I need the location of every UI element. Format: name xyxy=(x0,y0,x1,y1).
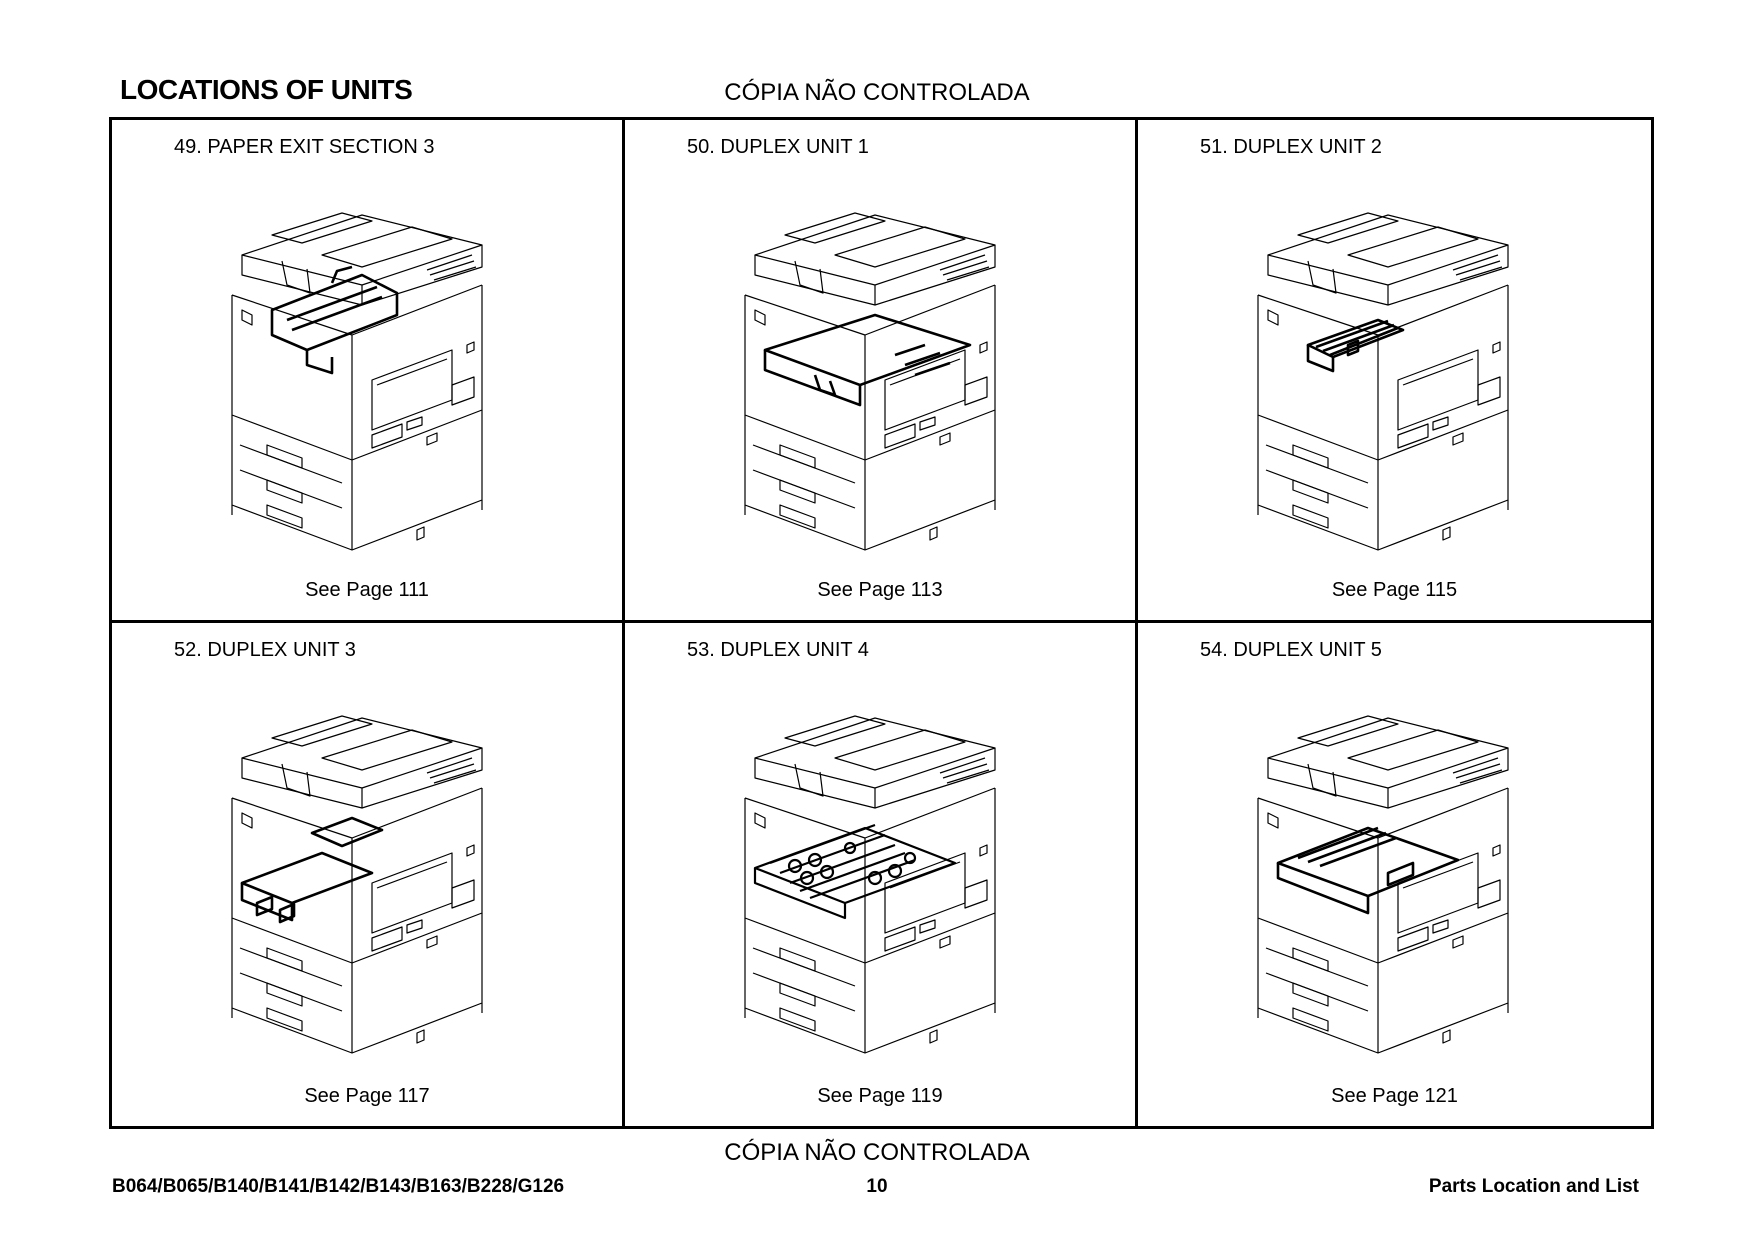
unit-cell: 52. DUPLEX UNIT 3 See Page 117 xyxy=(112,623,625,1126)
copier-illustration xyxy=(231,212,483,551)
copier-illustration xyxy=(1257,715,1509,1054)
unit-cell: 51. DUPLEX UNIT 2 See Page 115 xyxy=(1138,120,1651,623)
page-reference: See Page 121 xyxy=(1331,1085,1458,1107)
units-grid: 49. PAPER EXIT SECTION 3 See Page 111 50… xyxy=(109,117,1654,1129)
copier-illustration xyxy=(744,212,996,551)
unit-title: 51. DUPLEX UNIT 2 xyxy=(1200,136,1382,158)
unit-cell: 53. DUPLEX UNIT 4 See Page 119 xyxy=(625,623,1138,1126)
unit-title: 50. DUPLEX UNIT 1 xyxy=(687,136,869,158)
copier-illustration xyxy=(744,715,996,1054)
page-reference: See Page 113 xyxy=(817,579,943,601)
page-reference: See Page 119 xyxy=(817,1085,943,1107)
copier-illustration xyxy=(1257,212,1509,551)
section-name: Parts Location and List xyxy=(1428,1176,1639,1197)
watermark-top: CÓPIA NÃO CONTROLADA xyxy=(724,79,1030,106)
unit-title: 53. DUPLEX UNIT 4 xyxy=(687,639,869,661)
model-numbers: B064/B065/B140/B141/B142/B143/B163/B228/… xyxy=(112,1176,565,1197)
watermark-bottom: CÓPIA NÃO CONTROLADA xyxy=(724,1139,1030,1166)
page-reference: See Page 115 xyxy=(1331,579,1458,601)
unit-cell: 54. DUPLEX UNIT 5 See Page 121 xyxy=(1138,623,1651,1126)
unit-cell: 50. DUPLEX UNIT 1 See Page 113 xyxy=(625,120,1138,623)
page-title: LOCATIONS OF UNITS xyxy=(120,74,413,105)
unit-cell: 49. PAPER EXIT SECTION 3 See Page 111 xyxy=(112,120,625,623)
unit-title: 49. PAPER EXIT SECTION 3 xyxy=(174,136,435,158)
copier-illustration xyxy=(231,715,483,1054)
page-number: 10 xyxy=(866,1176,888,1197)
unit-title: 54. DUPLEX UNIT 5 xyxy=(1200,639,1382,661)
page-reference: See Page 117 xyxy=(304,1085,430,1107)
page-reference: See Page 111 xyxy=(305,579,429,601)
unit-title: 52. DUPLEX UNIT 3 xyxy=(174,639,356,661)
